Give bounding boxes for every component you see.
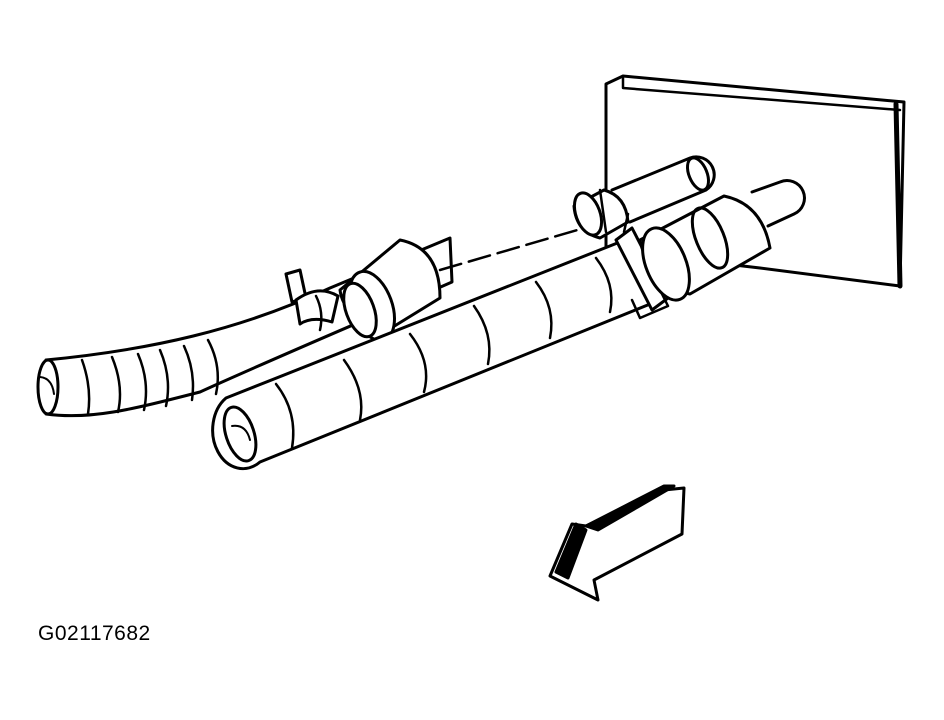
upper-quick-connector <box>338 238 442 343</box>
lower-quick-connector <box>638 194 772 302</box>
upper-hose-clamp <box>284 268 340 332</box>
lower-pipe-stub <box>750 179 806 228</box>
heater-hose-lower <box>211 236 662 471</box>
front-direction-arrow-icon <box>548 484 686 602</box>
upper-plate-connector <box>572 188 630 240</box>
connection-dash-line <box>438 222 600 272</box>
upper-pipe-stub <box>610 155 716 224</box>
figure-code: G02117682 <box>38 622 151 645</box>
